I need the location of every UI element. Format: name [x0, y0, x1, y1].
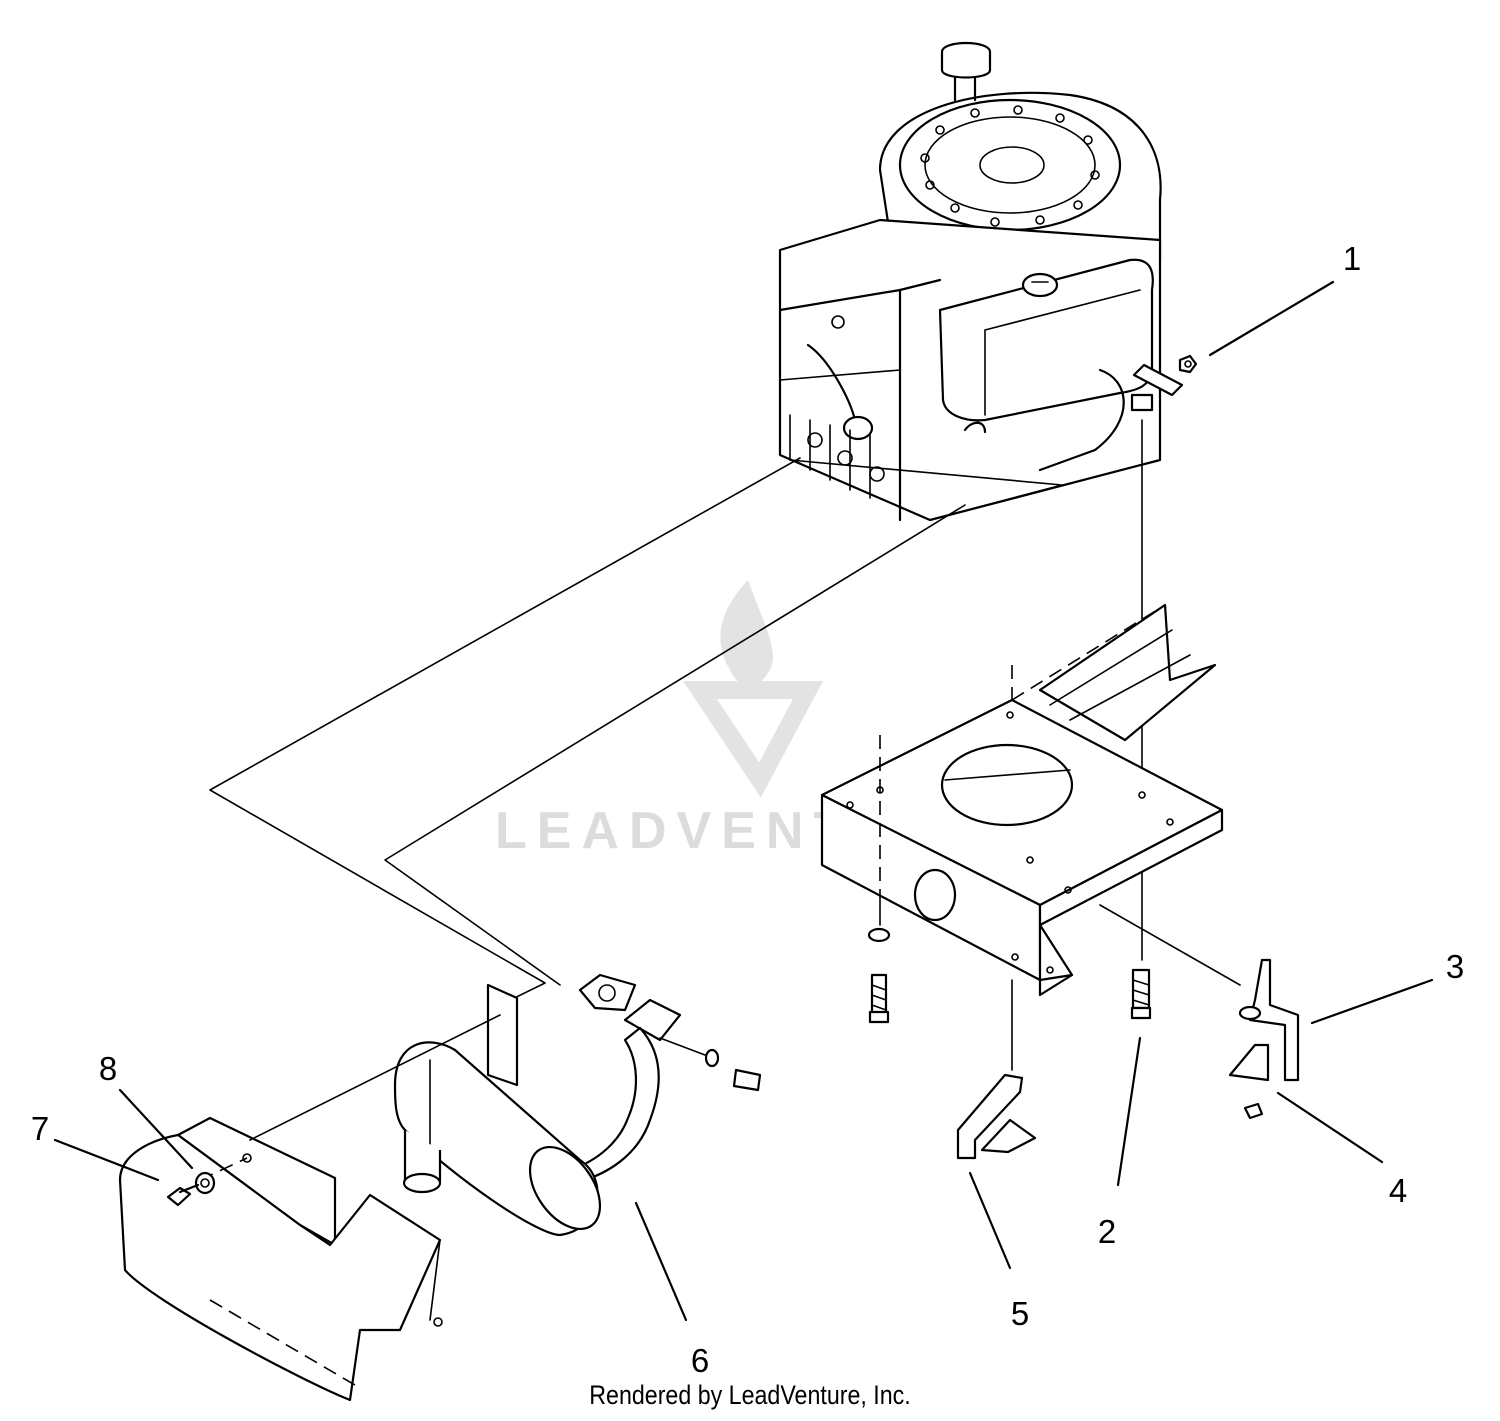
muffler — [393, 983, 602, 1237]
clip-part-3-4 — [1099, 904, 1300, 1120]
callout-4: 4 — [1389, 1172, 1407, 1209]
shield-bolt-washer — [166, 1171, 216, 1207]
engine-mount-hardware — [1130, 354, 1198, 412]
bracket-part-5 — [956, 979, 1037, 1160]
bolt-left — [867, 894, 891, 1024]
leader-muffler-to-shield — [249, 1014, 501, 1141]
engine-mounting-plate — [820, 665, 1224, 997]
bolt-part-2 — [1130, 968, 1152, 1020]
leadventure-watermark-logo — [683, 580, 823, 798]
footer-credit: Rendered by LeadVenture, Inc. — [589, 1380, 911, 1410]
callout-6: 6 — [691, 1342, 709, 1379]
callout-7: 7 — [31, 1110, 49, 1147]
exhaust-pipe — [568, 973, 762, 1182]
callout-8: 8 — [99, 1050, 117, 1087]
callout-5: 5 — [1011, 1295, 1029, 1332]
callout-1: 1 — [1343, 240, 1361, 277]
callout-3: 3 — [1446, 948, 1464, 985]
engine — [778, 42, 1162, 522]
heat-shield — [118, 1116, 443, 1402]
frame-guide-lines — [209, 457, 966, 1011]
callout-leaders — [53, 280, 1434, 1322]
callout-2: 2 — [1098, 1213, 1116, 1250]
frame-rail — [1011, 603, 1217, 742]
